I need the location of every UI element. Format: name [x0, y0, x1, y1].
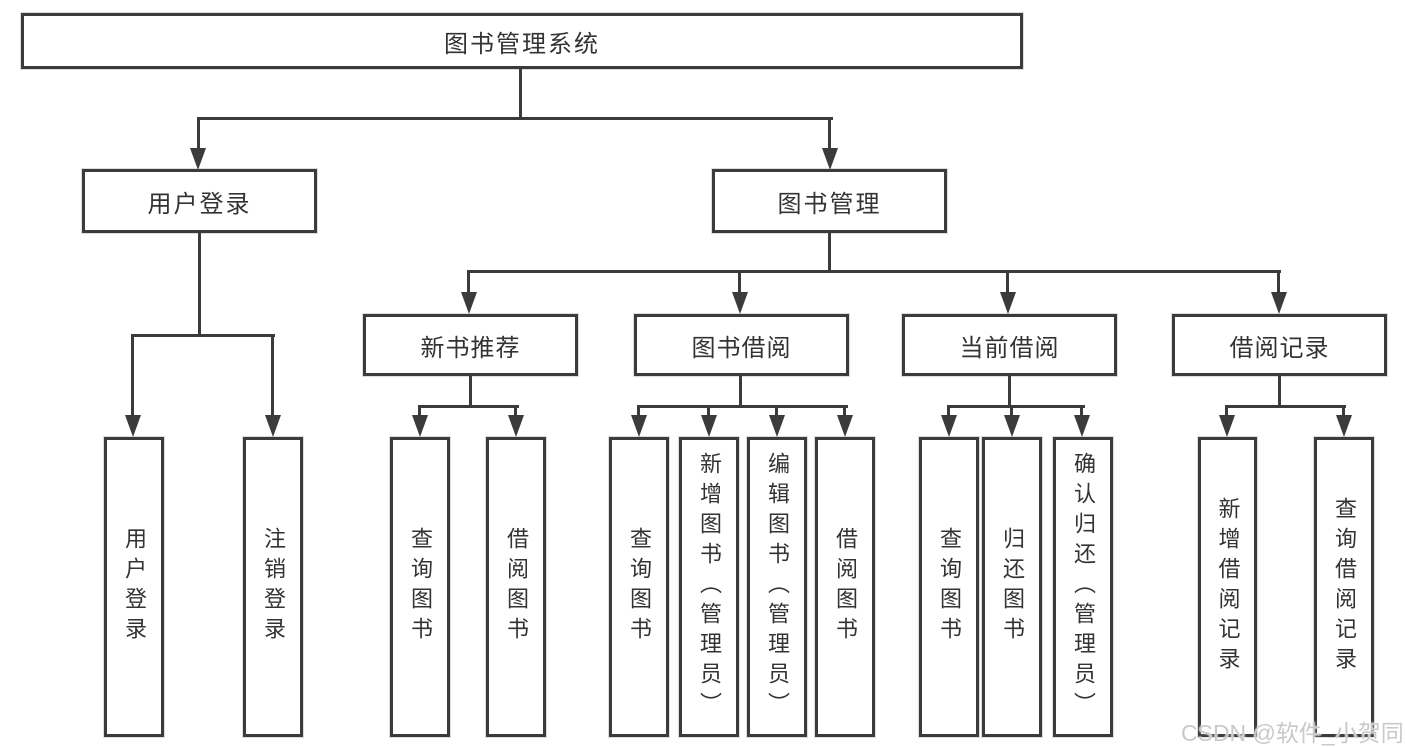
connector-line: [197, 117, 200, 150]
node-label: 新增借阅记录: [1215, 497, 1241, 677]
arrow-down-icon: [125, 415, 141, 437]
arrow-down-icon: [631, 415, 647, 437]
node-label: 图书管理: [777, 190, 882, 218]
arrow-down-icon: [265, 415, 281, 437]
connector-line: [947, 405, 1085, 408]
connector-line: [1342, 405, 1345, 417]
connector-line: [1008, 376, 1011, 408]
node-leaf-query-books-current: 查询图书: [919, 437, 979, 737]
node-leaf-borrow-books: 借阅图书: [815, 437, 875, 737]
node-leaf-add-books-admin: 新增图书（管理员）: [679, 437, 739, 737]
arrow-down-icon: [190, 148, 206, 170]
connector-line: [1006, 270, 1009, 294]
connector-line: [519, 69, 522, 118]
node-root-label: 图书管理系统: [444, 30, 600, 58]
connector-line: [637, 405, 640, 417]
connector-line: [707, 405, 710, 417]
node-label: 查询图书: [937, 527, 962, 647]
connector-line: [843, 405, 846, 417]
node-label: 新增图书（管理员）: [697, 452, 722, 722]
connector-line: [271, 334, 274, 417]
connector-line: [198, 233, 201, 335]
node-current-borrowing: 当前借阅: [902, 314, 1117, 376]
arrow-down-icon: [769, 415, 785, 437]
connector-line: [1277, 270, 1280, 294]
arrow-down-icon: [822, 148, 838, 170]
node-label: 图书借阅: [691, 334, 792, 362]
node-new-book-recommend: 新书推荐: [363, 314, 578, 376]
node-label: 用户登录: [122, 527, 147, 647]
node-leaf-query-borrow-record: 查询借阅记录: [1314, 437, 1374, 737]
arrow-down-icon: [412, 415, 428, 437]
connector-line: [1080, 405, 1083, 417]
connector-line: [947, 405, 950, 417]
connector-line: [775, 405, 778, 417]
node-user-login-branch: 用户登录: [82, 169, 317, 233]
arrow-down-icon: [1000, 292, 1016, 314]
node-label: 查询图书: [408, 527, 433, 647]
arrow-down-icon: [1004, 415, 1020, 437]
node-label: 借阅记录: [1229, 334, 1330, 362]
node-label: 查询图书: [627, 527, 652, 647]
node-root: 图书管理系统: [21, 13, 1023, 69]
connector-line: [514, 405, 517, 417]
connector-line: [1010, 405, 1013, 417]
connector-line: [739, 376, 742, 408]
node-label: 确认归还（管理员）: [1071, 452, 1096, 722]
node-leaf-edit-books-admin: 编辑图书（管理员）: [747, 437, 807, 737]
connector-line: [131, 334, 275, 337]
arrow-down-icon: [508, 415, 524, 437]
node-book-management-branch: 图书管理: [712, 169, 947, 233]
node-label: 注销登录: [261, 527, 286, 647]
connector-line: [418, 405, 421, 417]
node-label: 借阅图书: [833, 527, 858, 647]
node-leaf-user-login: 用户登录: [104, 437, 164, 737]
connector-line: [828, 233, 831, 273]
node-label: 查询借阅记录: [1332, 497, 1357, 677]
arrow-down-icon: [1336, 415, 1352, 437]
node-label: 编辑图书（管理员）: [765, 452, 790, 722]
node-label: 当前借阅: [959, 334, 1060, 362]
connector-line: [469, 376, 472, 408]
arrow-down-icon: [1074, 415, 1090, 437]
node-leaf-query-books-borrowing: 查询图书: [609, 437, 669, 737]
arrow-down-icon: [941, 415, 957, 437]
arrow-down-icon: [701, 415, 717, 437]
connector-line: [1278, 376, 1281, 408]
node-label: 新书推荐: [420, 334, 521, 362]
arrow-down-icon: [1271, 292, 1287, 314]
connector-line: [197, 117, 833, 120]
connector-line: [738, 270, 741, 294]
node-leaf-query-books-recommend: 查询图书: [390, 437, 450, 737]
node-leaf-return-books: 归还图书: [982, 437, 1042, 737]
connector-line: [131, 334, 134, 417]
connector-line: [1225, 405, 1346, 408]
node-leaf-confirm-return-admin: 确认归还（管理员）: [1053, 437, 1113, 737]
connector-line: [1225, 405, 1228, 417]
arrow-down-icon: [461, 292, 477, 314]
connector-line: [418, 405, 519, 408]
arrow-down-icon: [837, 415, 853, 437]
node-leaf-borrow-books-recommend: 借阅图书: [486, 437, 546, 737]
connector-line: [637, 405, 848, 408]
csdn-watermark: CSDN @软件_小贺同学: [1181, 720, 1405, 746]
connector-line: [828, 117, 831, 150]
node-label: 用户登录: [147, 190, 252, 218]
arrow-down-icon: [1219, 415, 1235, 437]
node-leaf-add-borrow-record: 新增借阅记录: [1198, 437, 1257, 737]
node-label: 归还图书: [1000, 527, 1025, 647]
connector-line: [467, 270, 1281, 273]
connector-line: [467, 270, 470, 294]
node-book-borrowing: 图书借阅: [634, 314, 849, 376]
node-leaf-logout: 注销登录: [243, 437, 303, 737]
node-borrowing-records: 借阅记录: [1172, 314, 1387, 376]
node-label: 借阅图书: [504, 527, 529, 647]
arrow-down-icon: [732, 292, 748, 314]
